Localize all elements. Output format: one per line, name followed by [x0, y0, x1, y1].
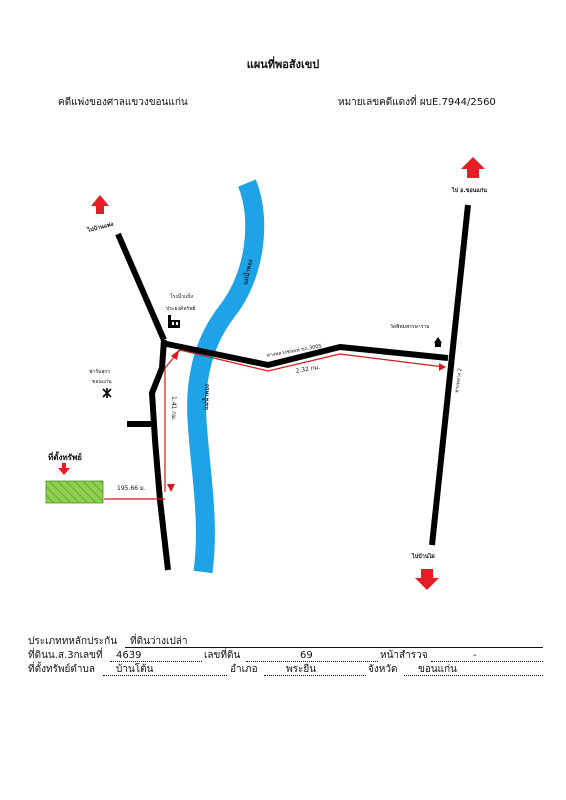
- label-province: จังหวัด: [368, 664, 398, 675]
- label-highway-2: ทางหลวง 2: [454, 368, 463, 394]
- court-name: คดีแพ่งของศาลแขวงขอนแก่น: [58, 97, 188, 108]
- river: [187, 179, 265, 574]
- arrow-up-icon: [91, 195, 109, 214]
- highway-2: [429, 204, 471, 546]
- factory-icon: [168, 315, 180, 328]
- case-number: หมายเลขคดีแดงที่ ผบE.7944/2560: [338, 97, 496, 108]
- info-row-deed: ที่ดินน.ส.3กเลขที่ 4639 เลขที่ดิน 69 หน้…: [28, 649, 543, 669]
- label-to-ban-pae: ไปบ้านแพ่ง: [86, 220, 115, 234]
- info-section: ประเภททหลักประกัน ที่ดินว่างเปล่า ที่ดิน…: [28, 635, 543, 683]
- label-river-bottom: แม่น้ำพอง: [200, 384, 211, 410]
- info-row-collateral: ประเภททหลักประกัน ที่ดินว่างเปล่า: [28, 635, 543, 655]
- label-factory-line1: โรงน้ำแข็ง: [170, 291, 194, 300]
- road-network: [115, 204, 471, 571]
- label-dist-property: 195.66 ม.: [117, 485, 146, 492]
- value-deed-no: 4639: [116, 650, 142, 661]
- label-land-no: เลขที่ดิน: [204, 650, 241, 661]
- arrow-down-icon: [58, 463, 70, 475]
- label-dist-road: 2.32 กม.: [295, 364, 321, 375]
- value-land-no: 69: [300, 650, 313, 661]
- route-arrowhead-east: [439, 363, 446, 371]
- label-temple: วัดพิพมพรรษาราม: [390, 323, 430, 330]
- label-factory-line2: ประยงค์ทรัพย์: [166, 305, 196, 312]
- label-collateral-type: ประเภททหลักประกัน: [28, 636, 118, 647]
- value-amphoe: พระยืน: [286, 664, 317, 675]
- label-farm-line1: ฟาร์มสุกร: [89, 368, 110, 375]
- label-to-ban-phai: ไปบ้านไผ่: [411, 552, 435, 560]
- label-to-khon-kaen: ไป อ.ขอนแก่น: [451, 186, 487, 194]
- road-khon-kaen-3005: [161, 340, 449, 368]
- value-tambon: บ้านโต้น: [116, 664, 154, 675]
- page-title: แผนที่พอสังเขป: [246, 58, 320, 71]
- label-property: ที่ตั้งทรัพย์: [48, 451, 82, 462]
- arrow-up-icon: [461, 157, 485, 178]
- label-survey-no: หน้าสำรวจ: [380, 650, 428, 661]
- property-parcel: [45, 480, 104, 504]
- label-amphoe: อำเภอ: [230, 664, 258, 675]
- arrow-down-icon: [415, 569, 439, 590]
- route-line: [104, 349, 445, 500]
- label-farm-line2: ขอนแก่น: [92, 379, 112, 385]
- label-deed-no: ที่ดินน.ส.3กเลขที่: [28, 650, 103, 661]
- value-survey-no: -: [473, 650, 477, 661]
- road-to-ban-pae: [115, 232, 167, 342]
- info-row-location: ที่ตั้งทรัพย์ตำบล บ้านโต้น อำเภอ พระยืน …: [28, 663, 543, 683]
- route-arrowhead-up: [171, 350, 179, 360]
- temple-icon: [434, 337, 442, 347]
- value-province: ขอนแก่น: [418, 664, 458, 675]
- route-arrowhead-down: [167, 484, 175, 492]
- value-collateral-type: ที่ดินว่างเปล่า: [130, 636, 188, 647]
- label-tambon: ที่ตั้งทรัพย์ตำบล: [28, 664, 95, 675]
- farm-icon: [102, 388, 112, 398]
- main-road-west: [149, 339, 171, 571]
- label-dist-vertical: 1.41 กม.: [170, 396, 177, 421]
